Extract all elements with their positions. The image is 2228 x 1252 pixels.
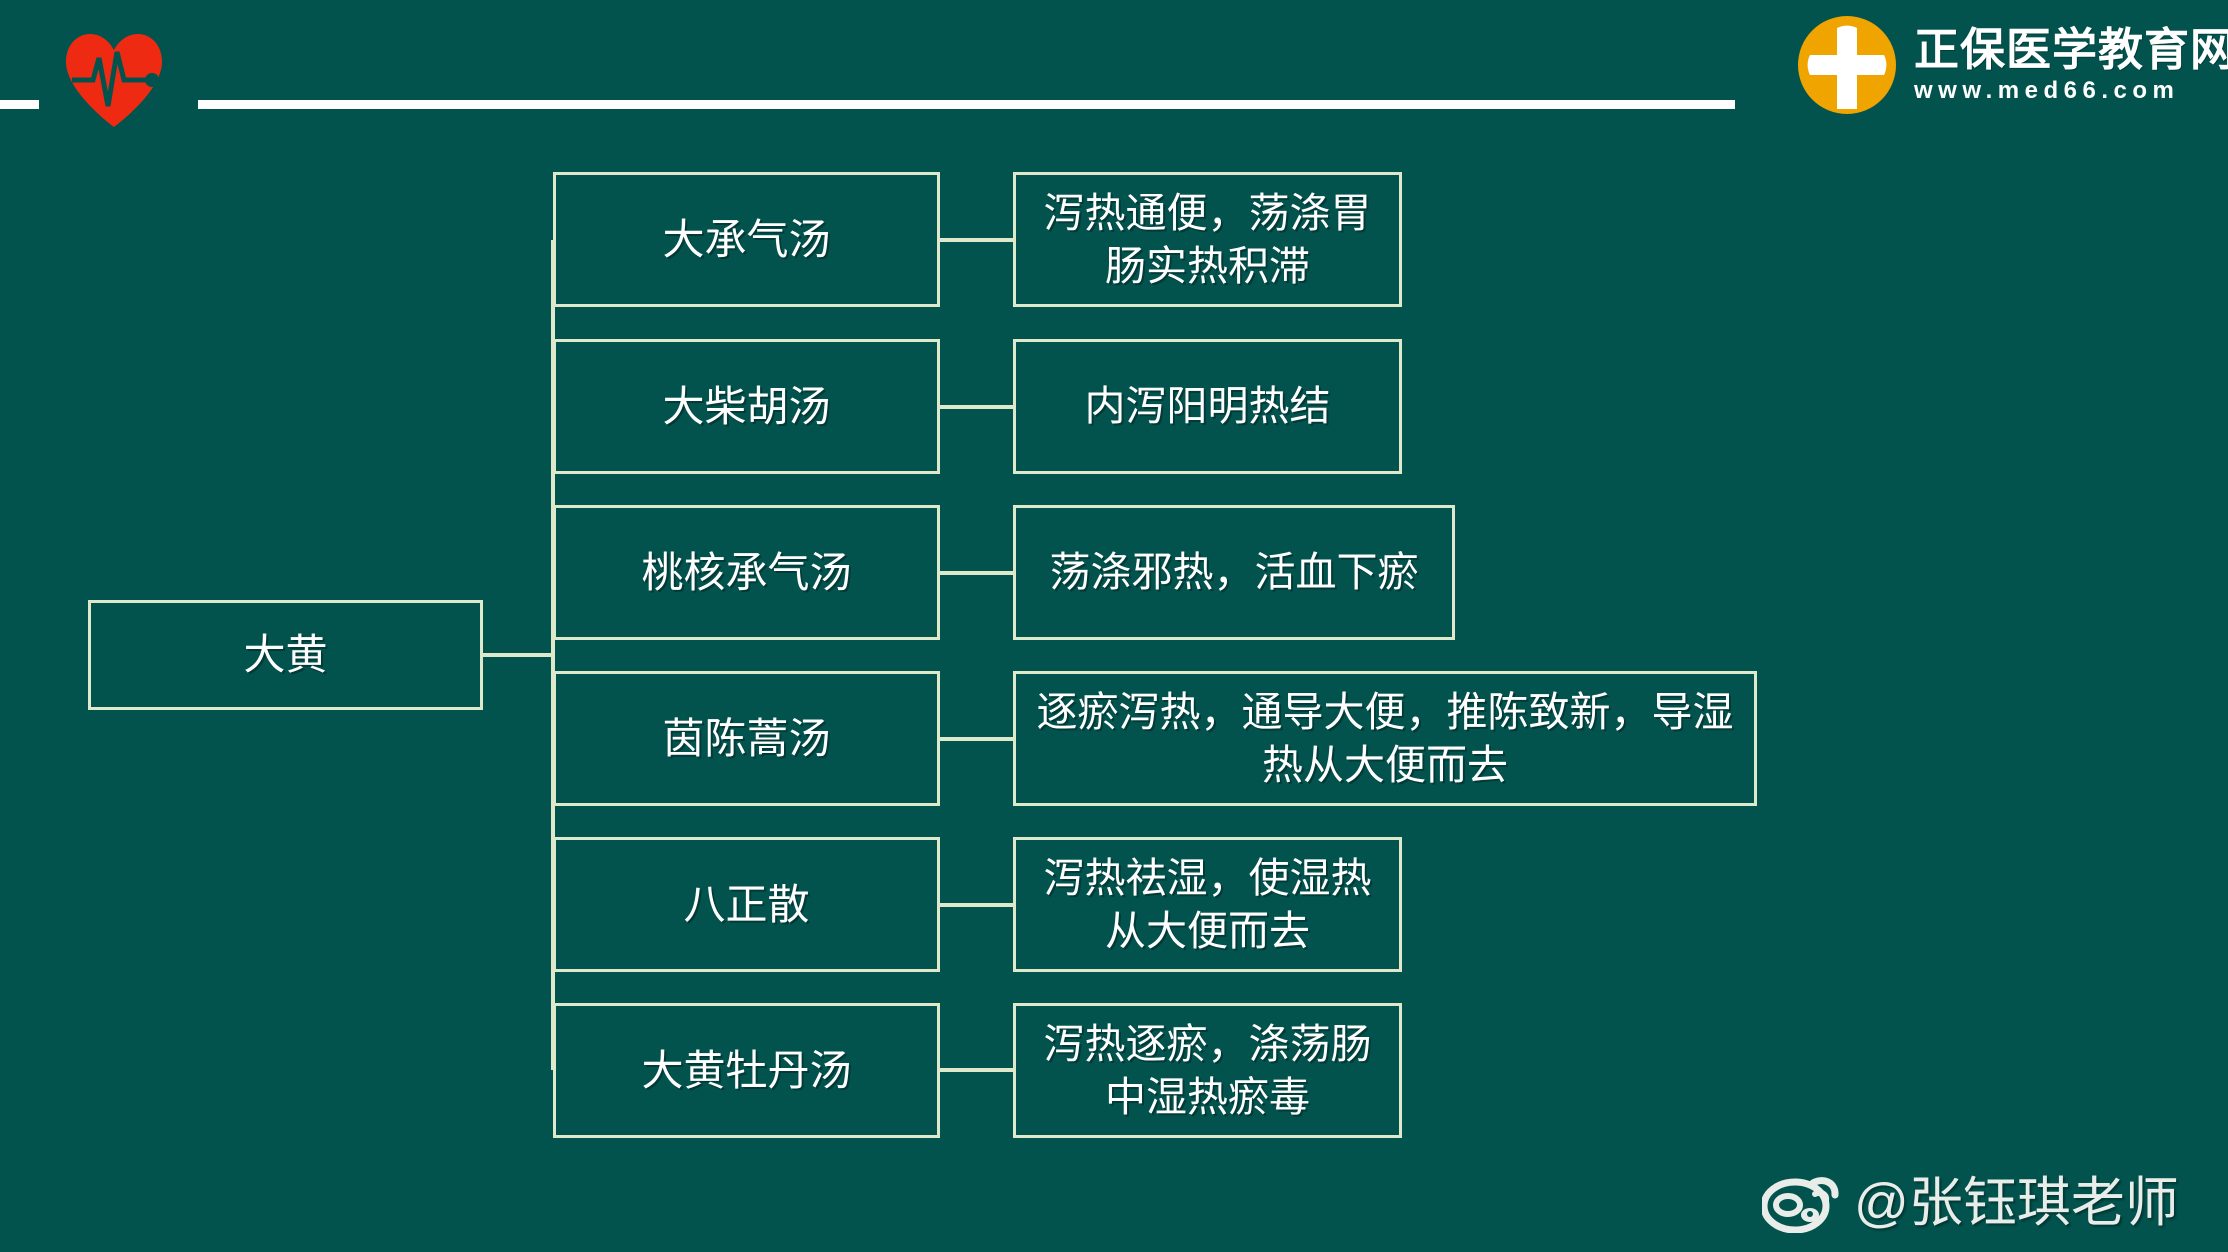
herb-label: 大黄牡丹汤 <box>641 1046 852 1094</box>
weibo-handle: @张钰琪老师 <box>1854 1173 2179 1233</box>
effect-node[interactable]: 泻热通便，荡涤胃肠实热积滞 <box>1013 172 1402 307</box>
tree-root-label: 大黄 <box>243 631 328 679</box>
weibo-icon <box>1762 1176 1839 1233</box>
herb-label: 八正散 <box>683 880 810 928</box>
herb-node[interactable]: 八正散 <box>553 837 940 972</box>
herb-node[interactable]: 桃核承气汤 <box>553 505 940 640</box>
page-header: 正保医学教育网 www.med66.com <box>0 0 2228 150</box>
herb-node[interactable]: 茵陈蒿汤 <box>553 671 940 806</box>
effect-node[interactable]: 泻热逐瘀，涤荡肠中湿热瘀毒 <box>1013 1003 1402 1138</box>
herb-label: 茵陈蒿汤 <box>662 714 831 762</box>
effect-node[interactable]: 内泻阳明热结 <box>1013 339 1402 474</box>
herb-node[interactable]: 大承气汤 <box>553 172 940 307</box>
herb-label: 桃核承气汤 <box>641 548 852 596</box>
cross-circle-logo-icon <box>1798 16 1896 114</box>
herb-label: 大柴胡汤 <box>662 382 831 430</box>
tree-root-node[interactable]: 大黄 <box>88 600 483 710</box>
effect-node[interactable]: 泻热祛湿，使湿热从大便而去 <box>1013 837 1402 972</box>
brand-logo: 正保医学教育网 www.med66.com <box>1796 14 2228 116</box>
effect-label: 荡涤邪热，活血下瘀 <box>1049 549 1419 596</box>
effect-node[interactable]: 荡涤邪热，活血下瘀 <box>1013 505 1455 640</box>
effect-label: 泻热逐瘀，涤荡肠中湿热瘀毒 <box>1043 1021 1372 1120</box>
herb-node[interactable]: 大黄牡丹汤 <box>553 1003 940 1138</box>
brand-url: www.med66.com <box>1914 77 2180 104</box>
header-rule-short <box>0 100 39 109</box>
heart-ecg-icon <box>66 34 162 127</box>
brand-name: 正保医学教育网 <box>1914 24 2228 75</box>
herb-node[interactable]: 大柴胡汤 <box>553 339 940 474</box>
effect-node[interactable]: 逐瘀泻热，通导大便，推陈致新，导湿热从大便而去 <box>1013 671 1757 806</box>
weibo-watermark: @张钰琪老师 <box>1762 1158 2179 1237</box>
effect-label: 逐瘀泻热，通导大便，推陈致新，导湿热从大便而去 <box>1036 689 1734 788</box>
header-rule-long <box>198 100 1735 109</box>
effect-label: 泻热祛湿，使湿热从大便而去 <box>1043 855 1372 954</box>
herb-label: 大承气汤 <box>662 215 831 263</box>
effect-label: 泻热通便，荡涤胃肠实热积滞 <box>1043 190 1372 289</box>
effect-label: 内泻阳明热结 <box>1084 383 1331 430</box>
